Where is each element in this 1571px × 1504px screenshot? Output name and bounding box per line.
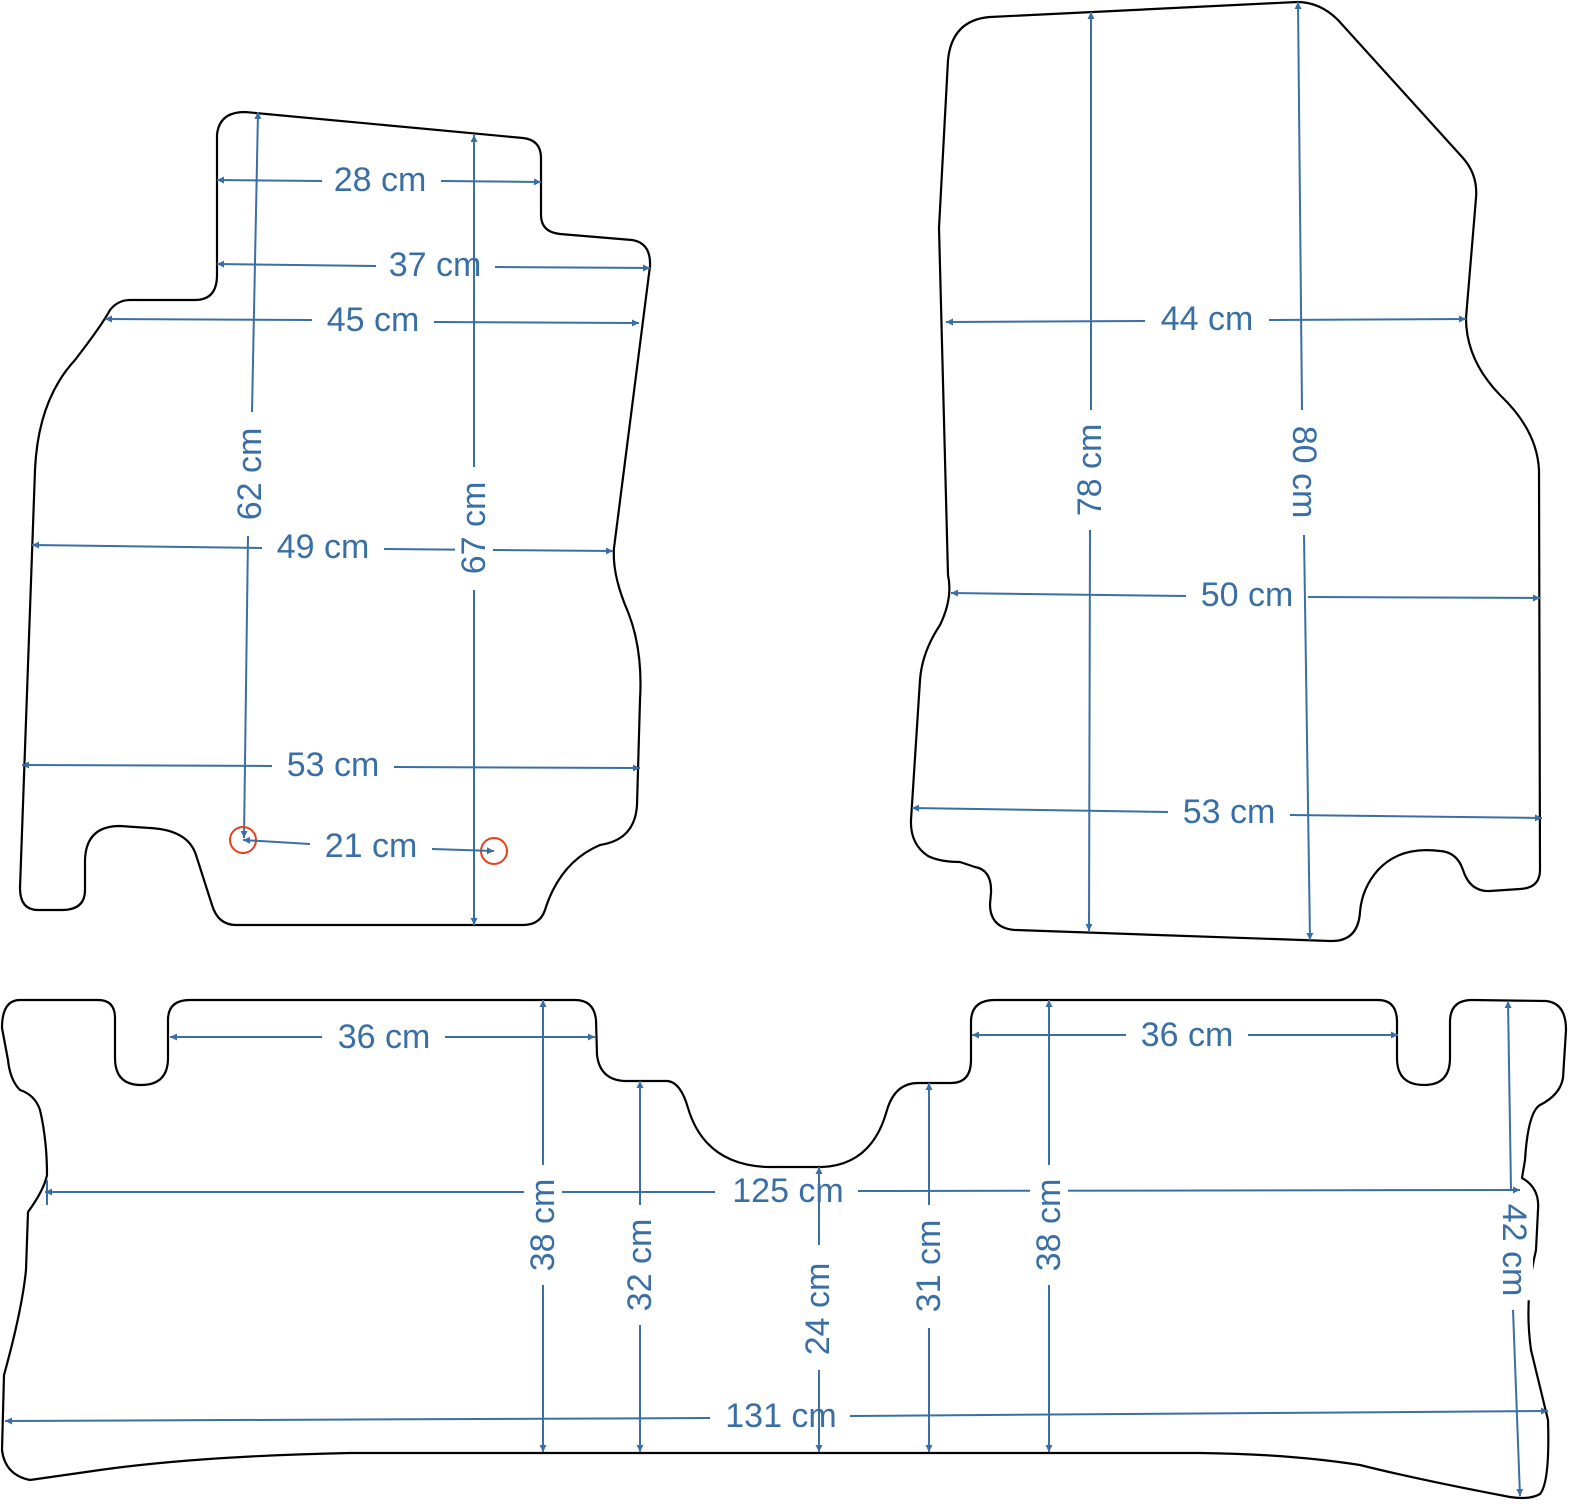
front-left-dim-line	[242, 836, 311, 845]
front-left-dim-line	[440, 178, 542, 186]
label-background	[1029, 1174, 1068, 1276]
front-left-width-37-label: 37 cm	[389, 246, 482, 284]
rear-mat-outline	[0, 998, 1568, 1500]
rear-width-131-label: 131 cm	[725, 1397, 837, 1435]
label-background	[721, 1396, 841, 1435]
front-right-dim-line	[1307, 594, 1541, 602]
rear-mat: 36 cm 36 cm 125 cm 131 cm 38 cm 32 cm 24…	[0, 998, 1568, 1500]
rear-right-height-42-label: 42 cm	[1495, 1204, 1533, 1297]
rear-height-32-label: 32 cm	[621, 1219, 659, 1312]
rear-left-height-38-label: 38 cm	[524, 1179, 562, 1272]
front-right-dim-line	[950, 589, 1187, 597]
front-left-width-53-label: 53 cm	[287, 746, 380, 784]
label-background	[333, 1017, 435, 1056]
label-background	[272, 527, 374, 566]
label-background	[1178, 792, 1280, 831]
label-background	[320, 826, 422, 865]
front-left-width-45-label: 45 cm	[327, 301, 420, 339]
label-background	[1070, 419, 1109, 521]
front-left-mat-outline	[18, 110, 652, 927]
front-left-height-62-label: 62 cm	[231, 428, 269, 521]
front-left-hole-spacing-21-label: 21 cm	[325, 827, 418, 865]
rear-height-31-label: 31 cm	[910, 1220, 948, 1313]
front-right-mat-outline	[909, 0, 1542, 943]
rear-dim-line	[849, 1407, 1549, 1417]
front-left-dim-line	[393, 764, 641, 772]
front-left-mat: 28 cm 37 cm 45 cm 49 cm 53 cm 62 cm 67 c…	[18, 110, 652, 927]
rear-dim-line	[1512, 1309, 1524, 1497]
front-right-width-53-label: 53 cm	[1183, 793, 1276, 831]
label-background	[798, 1258, 837, 1360]
front-right-width-44-label: 44 cm	[1161, 300, 1254, 338]
front-right-dim-line	[1268, 315, 1467, 323]
front-left-dim-line	[383, 547, 614, 555]
label-background	[523, 1174, 562, 1276]
front-left-width-28-label: 28 cm	[334, 161, 427, 199]
front-right-height-78-label: 78 cm	[1071, 424, 1109, 517]
label-background	[909, 1215, 948, 1317]
front-right-mat: 44 cm 50 cm 53 cm 78 cm 80 cm	[909, 0, 1543, 943]
front-left-dim-line	[21, 761, 273, 769]
front-left-dim-line	[216, 176, 323, 184]
rear-center-height-24-label: 24 cm	[799, 1263, 837, 1356]
rear-dim-line	[857, 1186, 1521, 1194]
label-background	[454, 477, 493, 579]
label-background	[1136, 1015, 1238, 1054]
label-background	[384, 245, 486, 284]
label-background	[282, 745, 384, 784]
front-left-dim-line	[251, 111, 262, 413]
front-left-dim-line	[104, 315, 313, 323]
front-left-dim-line	[433, 319, 640, 327]
label-background	[1495, 1199, 1534, 1301]
front-right-dim-line	[1085, 529, 1093, 932]
front-left-dim-line	[31, 541, 263, 549]
front-right-dim-line	[1289, 814, 1543, 822]
front-left-dim-line	[240, 535, 249, 839]
label-background	[230, 423, 269, 525]
rear-right-height-38-label: 38 cm	[1030, 1179, 1068, 1272]
front-left-dim-line	[216, 260, 377, 268]
front-left-height-67-label: 67 cm	[455, 482, 493, 575]
front-left-width-49-label: 49 cm	[277, 528, 370, 566]
front-right-dim-line	[1294, 1, 1303, 411]
label-background	[1196, 575, 1298, 614]
label-background	[329, 160, 431, 199]
front-left-dim-line	[431, 847, 495, 855]
front-right-dim-line	[911, 804, 1169, 813]
label-background	[620, 1214, 659, 1316]
rear-dim-line	[4, 1417, 711, 1425]
front-left-dim-line	[494, 264, 651, 272]
rear-left-width-36-label: 36 cm	[338, 1018, 431, 1056]
label-background	[322, 300, 424, 339]
label-background	[728, 1171, 848, 1210]
front-right-height-80-label: 80 cm	[1285, 426, 1323, 519]
label-background	[1285, 421, 1324, 523]
label-background	[1156, 299, 1258, 338]
rear-dim-line	[1504, 1000, 1512, 1191]
front-right-dim-line	[945, 318, 1146, 326]
front-right-dim-line	[1303, 534, 1314, 941]
rear-width-125-label: 125 cm	[732, 1172, 844, 1210]
front-right-width-50-label: 50 cm	[1201, 576, 1294, 614]
rear-right-width-36-label: 36 cm	[1141, 1016, 1234, 1054]
